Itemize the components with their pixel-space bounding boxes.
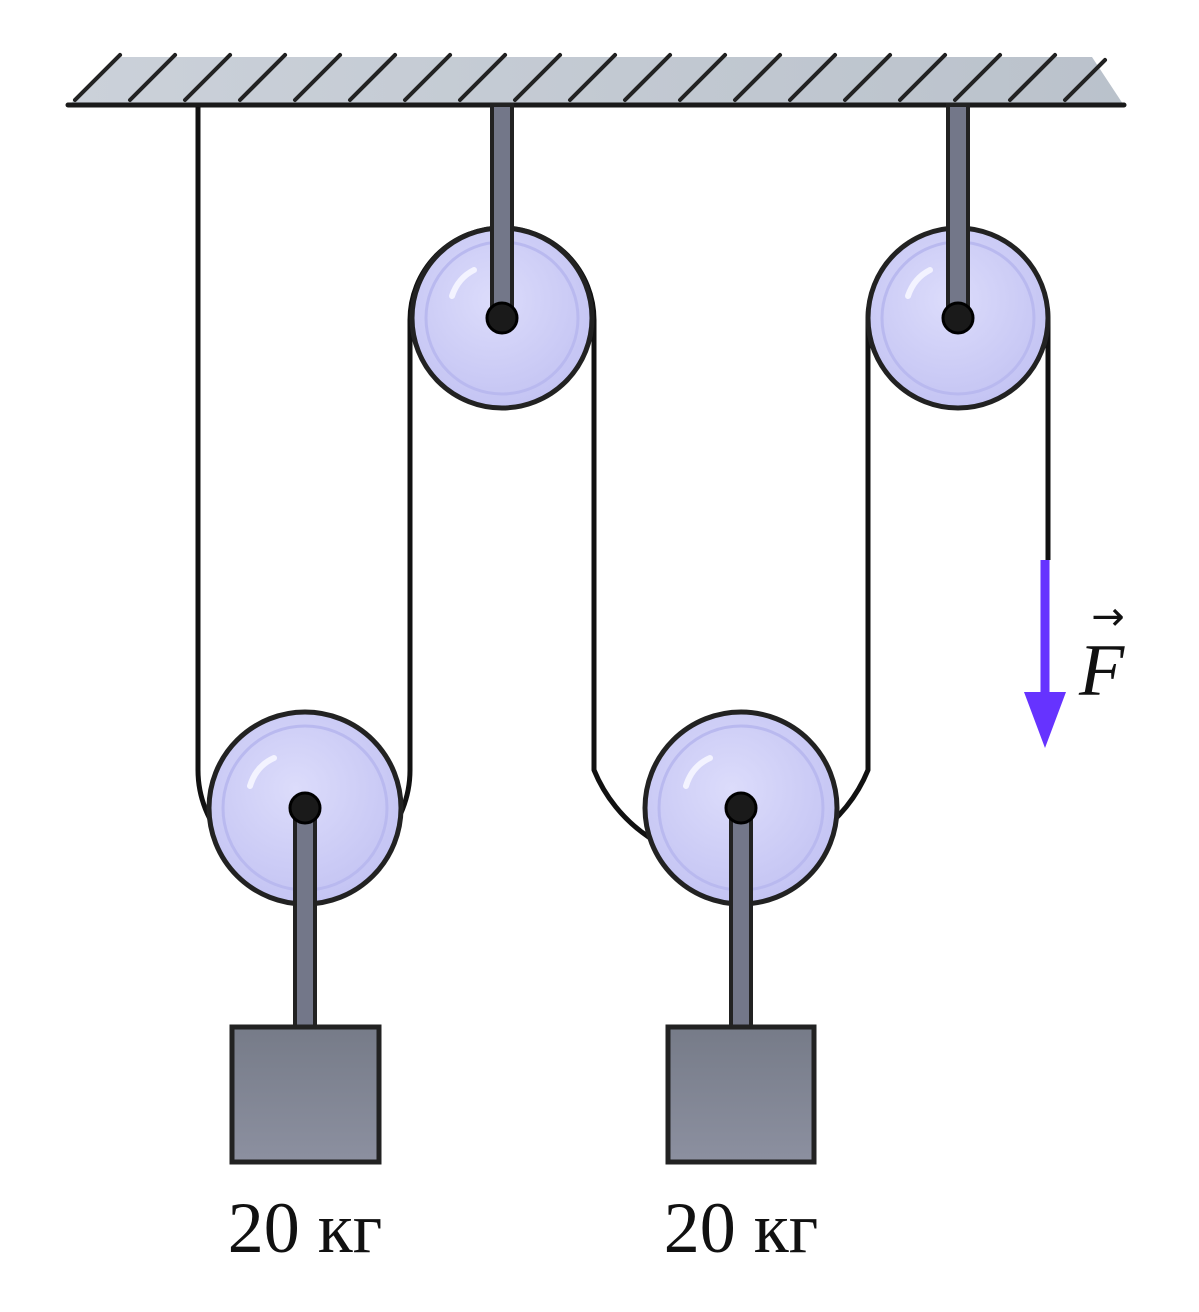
pulley-axle (724, 791, 758, 825)
ceiling (65, 53, 1127, 108)
load-hanger-rod (293, 806, 317, 1032)
load-hanger-rod (729, 806, 753, 1032)
movable-pulley-1 (206, 709, 404, 1032)
fixed-pulley-2 (865, 103, 1051, 411)
pulley-axle (485, 301, 519, 335)
pulley-axle (941, 301, 975, 335)
weight-block-icon (229, 1024, 382, 1165)
weight-block-icon (665, 1024, 817, 1165)
fixed-pulley-1 (409, 103, 595, 411)
vector-arrow-glyph: → (1091, 594, 1125, 640)
ceiling-shade (70, 57, 1123, 104)
pulley-mount-rod (490, 103, 514, 320)
load-2-mass-label: 20 кг (664, 1188, 819, 1268)
pulley-mount-rod (946, 103, 970, 320)
force-label: F (1078, 630, 1125, 712)
down-arrow-icon (1024, 560, 1066, 748)
pulley-axle (288, 791, 322, 825)
force-arrow-head (1024, 692, 1066, 748)
load-1-mass-label: 20 кг (228, 1188, 383, 1268)
movable-pulley-2 (642, 709, 840, 1032)
